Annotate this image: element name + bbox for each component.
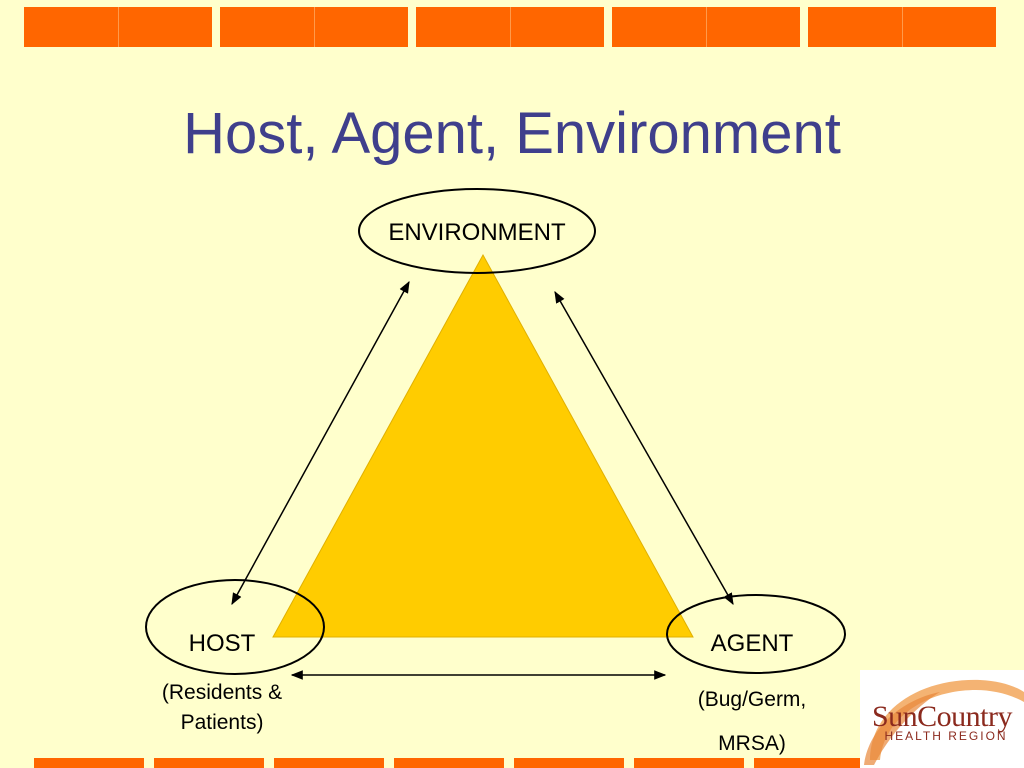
bottom-accent-bar <box>0 758 1024 768</box>
suncountry-logo: SunCountry HEALTH REGION <box>860 670 1024 768</box>
logo-name: SunCountry <box>871 700 1013 733</box>
accent-segment <box>514 758 624 768</box>
environment-ellipse <box>358 188 596 274</box>
logo-subtitle: HEALTH REGION <box>884 729 1008 743</box>
accent-segment <box>34 758 144 768</box>
environment-agent-arrow <box>554 290 734 606</box>
accent-segment <box>808 7 996 47</box>
host-description-line: Patients) <box>180 711 264 734</box>
agent-description: (Bug/Germ, MRSA) <box>660 678 844 766</box>
epidemiologic-triangle <box>272 253 694 638</box>
accent-segment <box>394 758 504 768</box>
agent-description-line: MRSA) <box>718 732 786 755</box>
agent-label: AGENT <box>710 630 794 657</box>
host-label: HOST <box>188 630 256 657</box>
slide-title: Host, Agent, Environment <box>183 101 841 166</box>
accent-segment <box>24 7 212 47</box>
top-accent-bar <box>0 7 1024 47</box>
accent-segment <box>634 758 744 768</box>
sun-arc-icon <box>864 679 1024 765</box>
environment-label: ENVIRONMENT <box>388 219 566 246</box>
accent-segment <box>612 7 800 47</box>
accent-segment <box>416 7 604 47</box>
accent-segment <box>754 758 860 768</box>
accent-segment <box>154 758 264 768</box>
agent-description-line: (Bug/Germ, <box>697 688 807 711</box>
accent-segment <box>274 758 384 768</box>
accent-segment <box>220 7 408 47</box>
host-environment-arrow <box>231 280 410 606</box>
host-description-line: (Residents & <box>161 681 283 704</box>
host-description: (Residents & Patients) <box>120 678 324 738</box>
agent-ellipse <box>666 594 846 674</box>
